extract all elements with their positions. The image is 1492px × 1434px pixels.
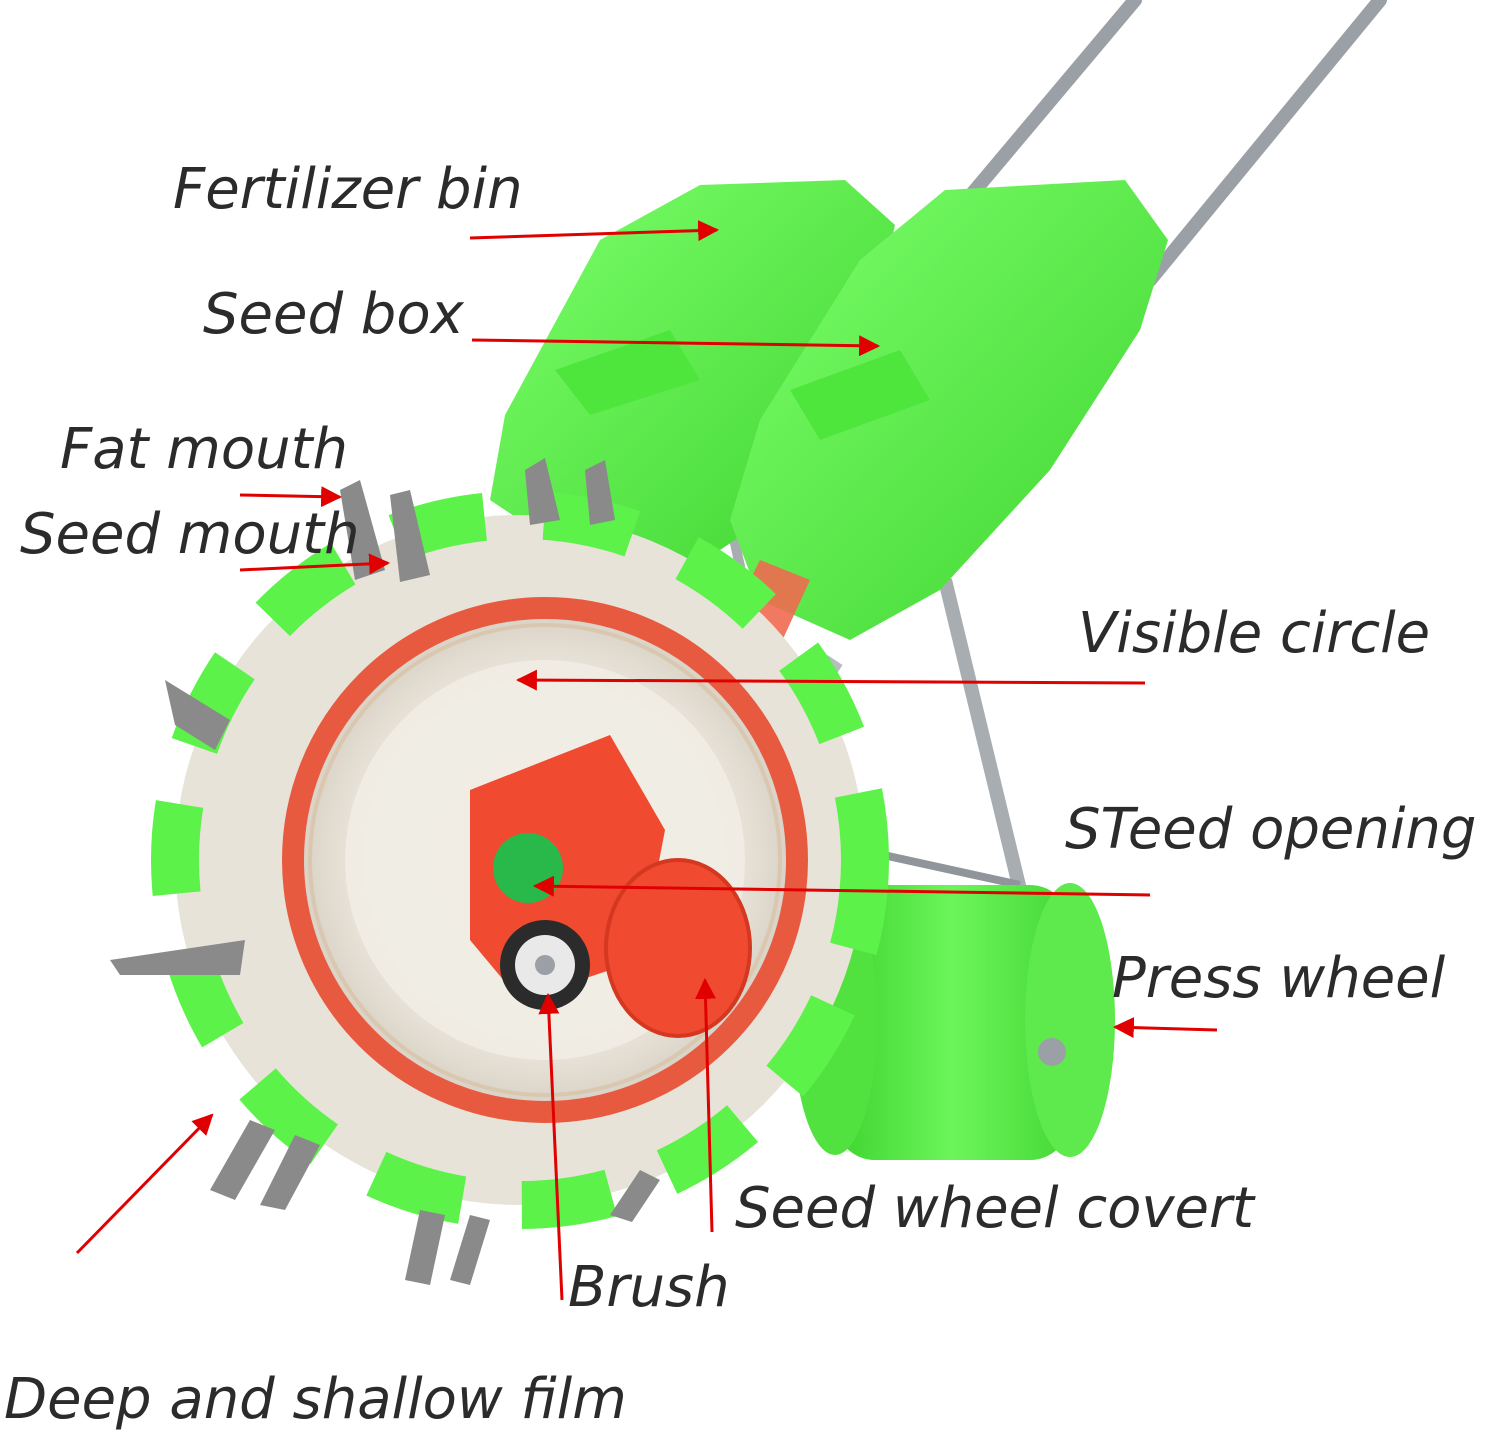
arrow-visible-circle [515,669,1146,691]
arrow-press-wheel [1112,1017,1218,1039]
handle-shaft-right [1143,0,1387,287]
arrow-seed-mouth [239,553,391,575]
label-press-wheel: Press wheel [1112,946,1446,1011]
label-seed-mouth: Seed mouth [20,502,360,567]
label-visible-circle: Visible circle [1078,601,1430,666]
seed-mouth-blades [110,458,660,1285]
arrow-brush [538,992,564,1301]
seed-box-body [730,180,1168,640]
label-steed-opening: STeed opening [1065,797,1476,862]
arrow-seed-wheel-covert [695,977,717,1233]
handle-shaft-left [943,0,1142,227]
label-seed-box: Seed box [203,282,465,347]
label-seed-wheel-covert: Seed wheel covert [735,1176,1256,1241]
arrow-deep-and-shallow-film [75,1113,214,1255]
arrow-steed-opening [532,875,1151,897]
press-wheel-roller [793,883,1115,1160]
arrow-fertilizer-bin [469,220,720,242]
label-deep-and-shallow-film: Deep and shallow film [4,1367,627,1432]
label-fat-mouth: Fat mouth [60,417,348,482]
seed-wheel [151,491,889,1229]
label-fertilizer-bin: Fertilizer bin [173,157,523,222]
label-brush: Brush [568,1255,730,1320]
annotation-arrows [75,220,1218,1301]
arrow-seed-box [471,335,881,357]
seeder-machine [110,0,1387,1285]
annotation-labels: Fertilizer bin Seed box Fat mouth Seed m… [4,157,1476,1432]
arrow-fat-mouth [239,486,343,508]
